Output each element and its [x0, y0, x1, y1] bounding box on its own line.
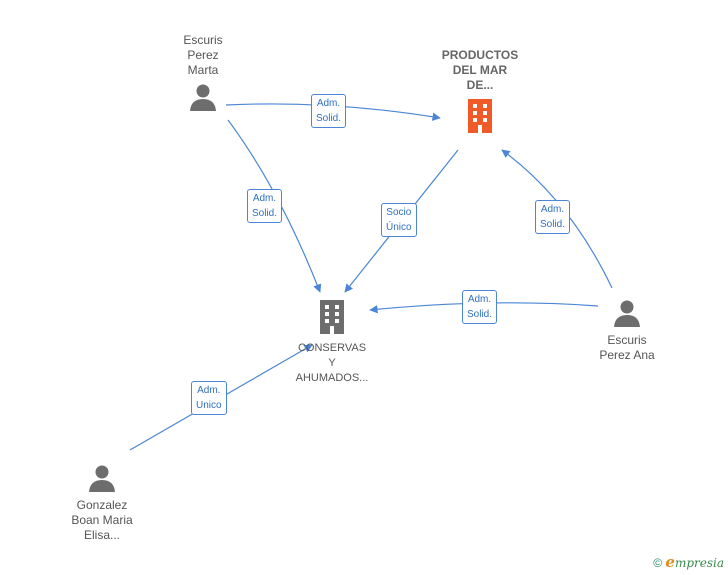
- edge-label-gonzalez-conservas: Adm. Unico: [191, 381, 227, 415]
- node-label: Gonzalez Boan Maria Elisa...: [71, 498, 133, 542]
- person-icon: [89, 465, 115, 492]
- node-label: Escuris Perez Ana: [599, 333, 655, 362]
- edge-label-productos-conservas: Socio Único: [381, 203, 417, 237]
- edge-label-ana-productos: Adm. Solid.: [535, 200, 571, 234]
- node-escuris-perez-marta[interactable]: Escuris Perez Marta: [163, 33, 243, 117]
- building-icon: [320, 300, 344, 334]
- edge-label-marta-productos: Adm. Solid.: [311, 94, 347, 128]
- node-label: Escuris Perez Marta: [183, 33, 223, 77]
- empresia-watermark: © empresia: [653, 553, 724, 571]
- edge-label-marta-conservas: Adm. Solid.: [247, 189, 283, 223]
- node-gonzalez-boan-maria[interactable]: Gonzalez Boan Maria Elisa...: [55, 463, 149, 543]
- node-label: PRODUCTOS DEL MAR DE...: [441, 48, 519, 92]
- brand-logo: empresia: [665, 553, 724, 571]
- node-escuris-perez-ana[interactable]: Escuris Perez Ana: [587, 298, 667, 363]
- copyright-icon: ©: [653, 556, 663, 570]
- building-icon: [468, 99, 492, 133]
- person-icon: [190, 84, 216, 111]
- node-productos-del-mar[interactable]: PRODUCTOS DEL MAR DE...: [430, 48, 530, 140]
- node-conservas-ahumados[interactable]: CONSERVAS Y AHUMADOS...: [282, 298, 382, 386]
- person-icon: [614, 300, 640, 327]
- edge-label-ana-conservas: Adm. Solid.: [462, 290, 498, 324]
- node-label: CONSERVAS Y AHUMADOS...: [295, 342, 369, 384]
